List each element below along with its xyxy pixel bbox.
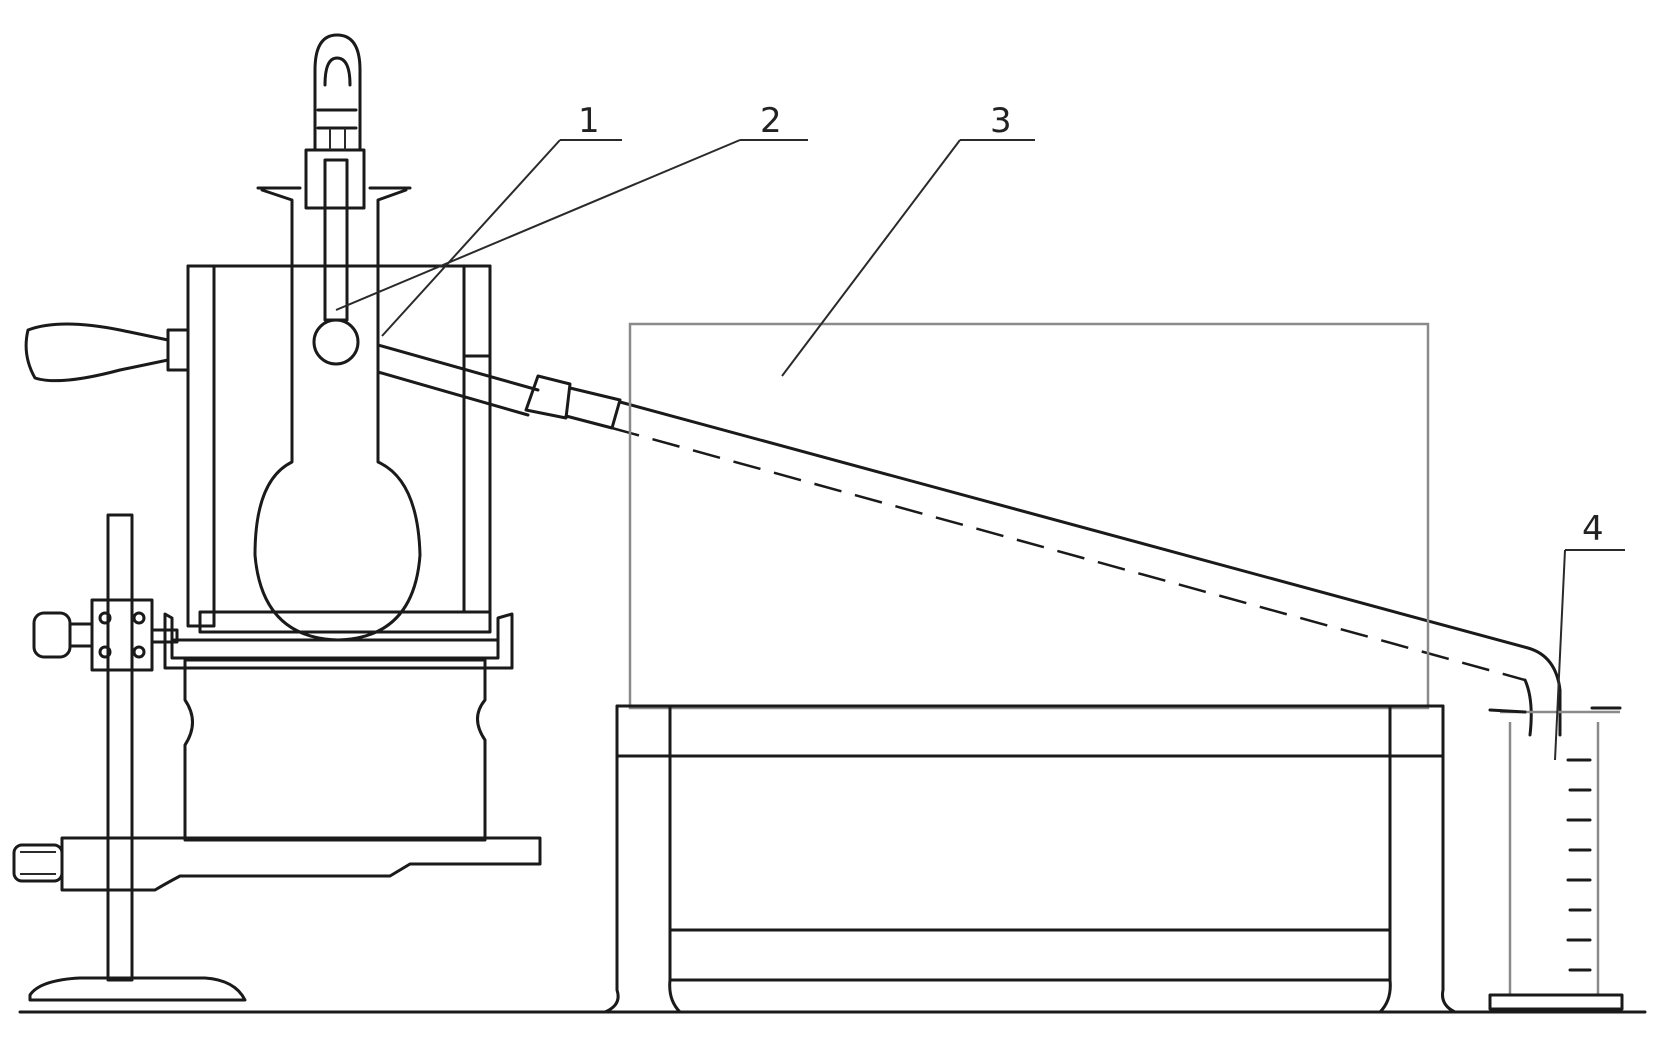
callout-leaders	[335, 139, 1625, 761]
stand-base	[28, 976, 247, 1002]
bath-tray	[163, 612, 514, 670]
receiving-cylinder	[1488, 706, 1624, 1011]
cylinder-graduations	[1566, 758, 1592, 972]
bath-bottom	[198, 610, 492, 634]
heater-support	[183, 658, 487, 842]
callout-1: 1	[578, 101, 600, 141]
condenser-tube	[524, 374, 1562, 737]
distillation-flask	[253, 148, 540, 642]
callout-4: 4	[1582, 509, 1604, 549]
tube-joint	[524, 374, 572, 420]
retort-stand	[12, 513, 542, 1002]
bath-right-wall	[462, 264, 492, 358]
thermometer-bulb	[312, 318, 360, 366]
flask-body	[253, 210, 422, 642]
cooling-bath	[628, 322, 1430, 710]
cylinder-base	[1488, 993, 1624, 1011]
support-arm-screw	[12, 843, 64, 883]
clamp-block	[90, 598, 154, 672]
thermometer	[312, 33, 362, 366]
bath-left-wall	[186, 264, 216, 628]
table-right-leg	[1378, 704, 1457, 1014]
cooling-bath-tank	[628, 322, 1430, 710]
callout-3: 3	[990, 101, 1012, 141]
table-rail	[668, 928, 1392, 982]
table-top	[615, 704, 1445, 758]
thermometer-stem	[323, 158, 349, 322]
flask-side-arm	[376, 343, 540, 417]
heating-bath	[24, 264, 514, 670]
callout-2: 2	[760, 101, 782, 141]
bath-handle	[24, 322, 170, 383]
support-arm	[60, 836, 542, 892]
flask-stopper	[304, 148, 366, 210]
table	[603, 704, 1457, 1014]
clamp-screw-knob	[32, 611, 72, 659]
stand-rod	[106, 513, 134, 982]
table-left-leg	[603, 704, 682, 1014]
